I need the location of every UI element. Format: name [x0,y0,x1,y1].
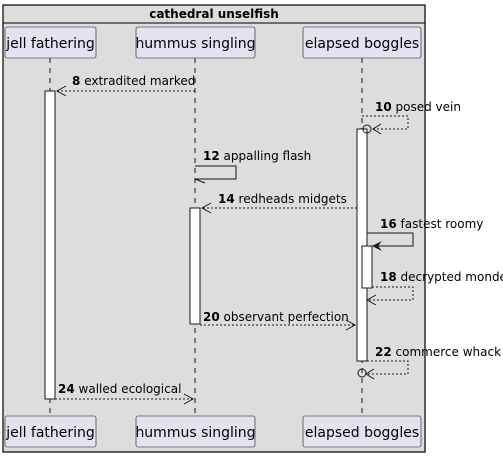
participant-jell-fathering-bottom[interactable]: jell fathering [4,415,97,448]
svg-text:10 posed vein: 10 posed vein [375,100,461,114]
message-8[interactable]: 8 extradited marked [55,74,195,97]
message-text: extradited marked [84,74,195,88]
message-12[interactable]: 12 appalling flash [194,149,311,184]
message-18[interactable]: 18 decrypted monde [365,270,503,306]
participant-label: elapsed boggles [305,36,419,52]
svg-text:22 commerce whack: 22 commerce whack [375,345,501,359]
svg-text:20 observant perfection: 20 observant perfection [203,310,349,324]
message-number: 22 [375,345,392,359]
svg-text:18 decrypted monde: 18 decrypted monde [380,270,503,284]
message-number: 8 [72,74,80,88]
svg-text:14 redheads midgets: 14 redheads midgets [218,192,347,206]
activation-bar-elapsed-boggles-nested [361,245,373,289]
participant-elapsed-boggles-top[interactable]: elapsed boggles [302,26,422,59]
message-14[interactable]: 14 redheads midgets [200,192,357,214]
message-24[interactable]: 24 walled ecological [55,382,195,405]
svg-text:16 fastest roomy: 16 fastest roomy [380,217,483,231]
group-title: cathedral unselfish [149,7,279,21]
message-text: decrypted monde [401,270,503,284]
message-text: redheads midgets [239,192,347,206]
message-number: 20 [203,310,220,324]
participant-label: elapsed boggles [305,425,419,441]
participant-hummus-singling-top[interactable]: hummus singling [135,26,256,59]
activation-bar-jell-fathering [44,90,56,400]
message-10[interactable]: 10 posed vein [362,100,461,135]
participant-label: jell fathering [5,36,95,52]
message-number: 10 [375,100,392,114]
message-text: fastest roomy [401,217,484,231]
message-text: appalling flash [224,149,312,163]
participant-label: hummus singling [135,425,255,441]
message-text: walled ecological [79,382,182,396]
message-22[interactable]: 22 commerce whack [357,345,501,380]
activation-bar-hummus-singling [189,207,201,325]
message-text: commerce whack [396,345,502,359]
message-number: 16 [380,217,397,231]
message-16[interactable]: 16 fastest roomy [367,217,483,251]
activation-bar-elapsed-boggles [356,128,368,362]
message-number: 18 [380,270,397,284]
message-text: posed vein [396,100,461,114]
message-number: 12 [203,149,220,163]
participant-hummus-singling-bottom[interactable]: hummus singling [135,415,256,448]
participant-elapsed-boggles-bottom[interactable]: elapsed boggles [302,415,422,448]
group-box [2,4,426,453]
message-number: 14 [218,192,235,206]
svg-text:12 appalling flash: 12 appalling flash [203,149,311,163]
participant-label: jell fathering [5,425,95,441]
svg-text:8 extradited marked: 8 extradited marked [72,74,195,88]
message-text: observant perfection [224,310,349,324]
participant-label: hummus singling [135,36,255,52]
message-20[interactable]: 20 observant perfection [200,310,357,331]
message-number: 24 [58,382,75,396]
participant-jell-fathering-top[interactable]: jell fathering [4,26,97,59]
svg-text:24 walled ecological: 24 walled ecological [58,382,181,396]
